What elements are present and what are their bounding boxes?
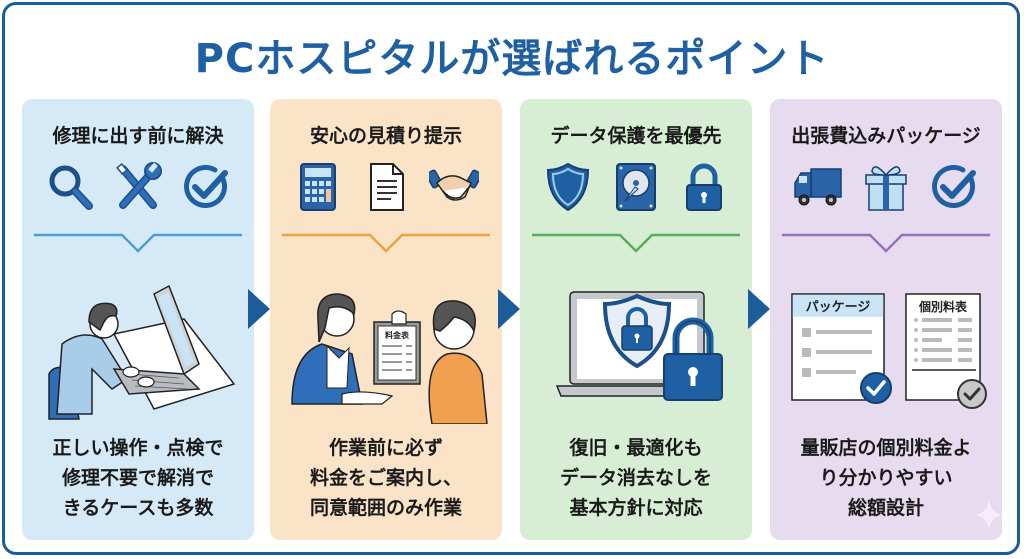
truck-icon — [793, 161, 843, 213]
divider-chevron — [782, 233, 990, 253]
icon-row — [270, 161, 502, 213]
divider-chevron — [532, 233, 740, 253]
description-line: 復旧・最適化も — [569, 437, 703, 459]
description-line: 正しい操作・点検で — [52, 437, 224, 459]
panel-heading: 出張費込みパッケージ — [791, 125, 981, 147]
arrow-right-icon — [498, 289, 520, 329]
panel-heading: 安心の見積り提示 — [309, 125, 462, 147]
check-circle-icon — [181, 161, 231, 213]
package-card-label: パッケージ — [806, 300, 871, 315]
description-line: 基本方針に対応 — [569, 497, 703, 519]
description-line: 量販店の個別料金よ — [800, 437, 972, 459]
description-line: 同意範囲のみ作業 — [309, 497, 462, 519]
panel-solve-before-repair: 修理に出す前に解決 正しい操作・点検で 修理不要で解消で きるケースも多数 — [22, 99, 254, 540]
description-line: きるケースも多数 — [62, 497, 214, 519]
tools-icon — [113, 161, 163, 213]
document-icon — [361, 161, 411, 213]
description-line: データ消去なしを — [559, 467, 712, 489]
description-line: 料金をご案内し、 — [309, 467, 462, 489]
divider-chevron — [34, 233, 242, 253]
check-circle-icon — [929, 161, 979, 213]
hard-disk-icon — [611, 161, 661, 213]
gift-icon — [861, 161, 911, 213]
person-using-laptop-illustration — [48, 284, 236, 420]
description-line: 総額設計 — [847, 497, 924, 519]
icon-row — [520, 161, 752, 213]
price-list-sign-label: 料金表 — [385, 330, 410, 340]
panel-data-protection: データ保護を最優先 復旧・最適化も データ消去なしを 基本方針に対応 — [520, 99, 752, 540]
panel-description: 作業前に必ず 料金をご案内し、 同意範囲のみ作業 — [270, 433, 502, 523]
calculator-icon — [293, 161, 343, 213]
handshake-icon — [425, 161, 483, 213]
panel-description: 正しい操作・点検で 修理不要で解消で きるケースも多数 — [22, 433, 254, 523]
staff-showing-price-list-illustration: 料金表 — [291, 293, 488, 424]
search-icon — [45, 161, 95, 213]
arrow-right-icon — [248, 289, 270, 329]
panel-description: 復旧・最適化も データ消去なしを 基本方針に対応 — [520, 433, 752, 523]
icon-row — [22, 161, 254, 213]
panel-package: 出張費込みパッケージ パッケージ 個別料表 量販店の個別料金よ り分かりや — [770, 99, 1002, 540]
panel-estimate: 安心の見積り提示 料金表 作業前に必ず 料金をご案内し、 同意範囲のみ作業 — [270, 99, 502, 540]
panel-heading: データ保護を最優先 — [550, 125, 722, 147]
description-line: り分かりやすい — [819, 467, 953, 489]
divider-chevron — [282, 233, 490, 253]
page-title: PCホスピタルが選ばれるポイント — [194, 36, 830, 82]
description-line: 作業前に必ず — [328, 437, 443, 459]
lock-icon — [679, 161, 729, 213]
panel-heading: 修理に出す前に解決 — [52, 125, 224, 147]
panel-description: 量販店の個別料金よ り分かりやすい 総額設計 — [770, 433, 1002, 523]
arrow-right-icon — [748, 289, 770, 329]
laptop-shield-lock-illustration — [555, 291, 723, 401]
description-line: 修理不要で解消で — [61, 467, 214, 489]
icon-row — [770, 161, 1002, 213]
package-vs-individual-illustration: パッケージ 個別料表 — [791, 293, 987, 409]
shield-icon — [543, 161, 593, 213]
sparkle-icon — [975, 500, 1003, 530]
individual-price-card-label: 個別料表 — [918, 299, 968, 314]
